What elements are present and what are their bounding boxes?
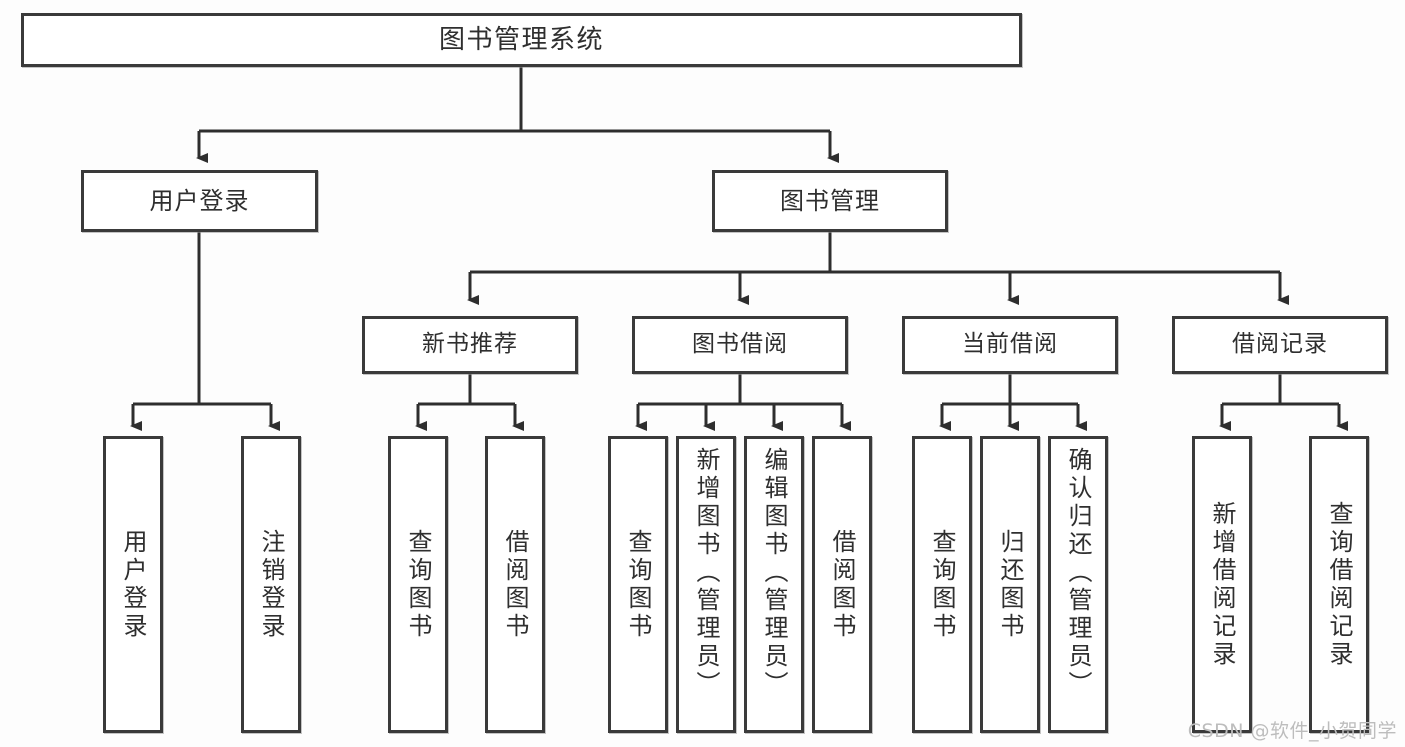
node-label: 查询图书 <box>404 528 432 641</box>
leaf-new-book-query-book[interactable]: 查询图书 <box>388 436 448 733</box>
node-label: 编辑图书（管理员） <box>760 447 788 699</box>
node-label: 新增借阅记录 <box>1208 500 1236 669</box>
leaf-book-borrow-add-book-admin[interactable]: 新增图书（管理员） <box>676 436 736 733</box>
leaf-book-borrow-query-book[interactable]: 查询图书 <box>608 436 668 733</box>
node-label: 用户登录 <box>119 528 147 641</box>
node-label: 借阅记录 <box>1232 331 1328 358</box>
node-label: 查询图书 <box>928 528 956 641</box>
leaf-borrow-record-add-record[interactable]: 新增借阅记录 <box>1192 436 1252 733</box>
node-label: 用户登录 <box>149 186 250 215</box>
csdn-watermark: CSDN @软件_小贺同学 <box>1187 720 1397 742</box>
node-book-borrow[interactable]: 图书借阅 <box>632 316 848 374</box>
node-label: 归还图书 <box>996 528 1024 641</box>
leaf-book-borrow-borrow-book[interactable]: 借阅图书 <box>812 436 872 733</box>
node-borrow-record[interactable]: 借阅记录 <box>1172 316 1388 374</box>
leaf-book-borrow-edit-book-admin[interactable]: 编辑图书（管理员） <box>744 436 804 733</box>
node-label: 确认归还（管理员） <box>1064 447 1092 699</box>
leaf-current-borrow-query-book[interactable]: 查询图书 <box>912 436 972 733</box>
node-book-management[interactable]: 图书管理 <box>712 170 948 232</box>
node-label: 查询图书 <box>624 528 652 641</box>
node-label: 图书借阅 <box>692 331 788 358</box>
leaf-current-borrow-return-book[interactable]: 归还图书 <box>980 436 1040 733</box>
node-label: 借阅图书 <box>828 528 856 641</box>
leaf-new-book-borrow-book[interactable]: 借阅图书 <box>485 436 545 733</box>
node-new-book-recommend[interactable]: 新书推荐 <box>362 316 578 374</box>
node-label: 新增图书（管理员） <box>692 447 720 699</box>
leaf-user-login-logout[interactable]: 注销登录 <box>241 436 301 733</box>
node-label: 借阅图书 <box>501 528 529 641</box>
leaf-current-borrow-confirm-return-admin[interactable]: 确认归还（管理员） <box>1048 436 1108 733</box>
leaf-user-login-login[interactable]: 用户登录 <box>103 436 163 733</box>
leaf-borrow-record-query-record[interactable]: 查询借阅记录 <box>1309 436 1369 733</box>
node-label: 注销登录 <box>257 528 285 641</box>
node-label: 图书管理系统 <box>438 24 604 55</box>
node-current-borrow[interactable]: 当前借阅 <box>902 316 1118 374</box>
node-label: 查询借阅记录 <box>1325 500 1353 669</box>
node-user-login[interactable]: 用户登录 <box>81 170 318 232</box>
node-label: 新书推荐 <box>422 331 518 358</box>
node-label: 图书管理 <box>780 186 880 215</box>
node-root-book-management-system[interactable]: 图书管理系统 <box>21 13 1022 67</box>
node-label: 当前借阅 <box>962 331 1058 358</box>
